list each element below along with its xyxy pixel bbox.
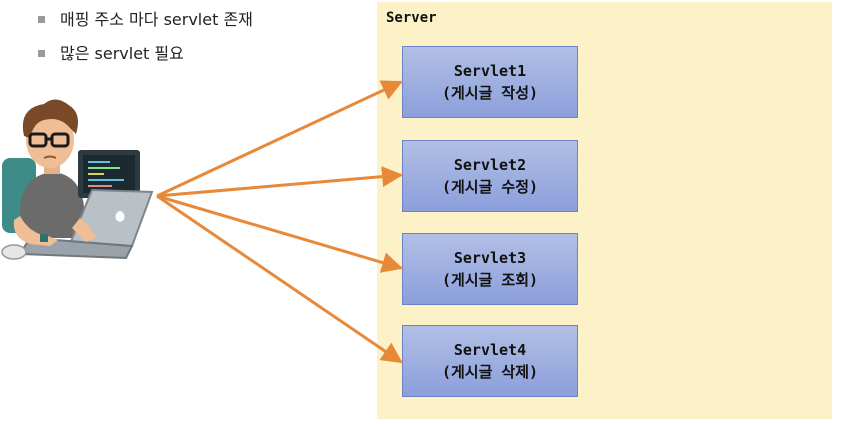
servlet-desc: (게시글 조회) <box>441 271 539 289</box>
servlet-name: Servlet1 <box>453 62 527 80</box>
servlet-name: Servlet4 <box>453 341 527 359</box>
shirt-shape <box>20 172 84 238</box>
servlet-desc: (게시글 작성) <box>441 84 539 102</box>
arrow-to-servlet3 <box>156 194 404 273</box>
bullet-list: 매핑 주소 마다 servlet 존재 많은 servlet 필요 <box>38 6 253 74</box>
servlet-box-2: Servlet2 (게시글 수정) <box>402 140 578 212</box>
server-container: Server Servlet1 (게시글 작성) Servlet2 (게시글 수… <box>377 2 832 419</box>
bullet-marker-icon <box>38 50 45 57</box>
servlet-desc: (게시글 수정) <box>441 178 539 196</box>
bullet-marker-icon <box>38 16 45 23</box>
developer-with-laptop-icon <box>1 99 154 260</box>
servlet-name: Servlet3 <box>453 249 527 267</box>
mouse-shape <box>1 244 27 260</box>
servlet-box-4: Servlet4 (게시글 삭제) <box>402 325 578 397</box>
arrow-to-servlet4 <box>156 194 403 364</box>
bullet-item: 많은 servlet 필요 <box>38 40 253 74</box>
arrow-to-servlet2 <box>156 166 404 198</box>
server-label: Server <box>386 10 437 26</box>
bullet-text: 매핑 주소 마다 servlet 존재 <box>60 10 253 29</box>
servlet-name: Servlet2 <box>453 156 527 174</box>
arrow-to-servlet1 <box>156 80 403 198</box>
bullet-item: 매핑 주소 마다 servlet 존재 <box>38 6 253 40</box>
servlet-box-3: Servlet3 (게시글 조회) <box>402 233 578 305</box>
servlet-box-1: Servlet1 (게시글 작성) <box>402 46 578 118</box>
bullet-text: 많은 servlet 필요 <box>60 44 184 63</box>
servlet-desc: (게시글 삭제) <box>441 363 539 381</box>
hair-shape <box>22 99 78 138</box>
